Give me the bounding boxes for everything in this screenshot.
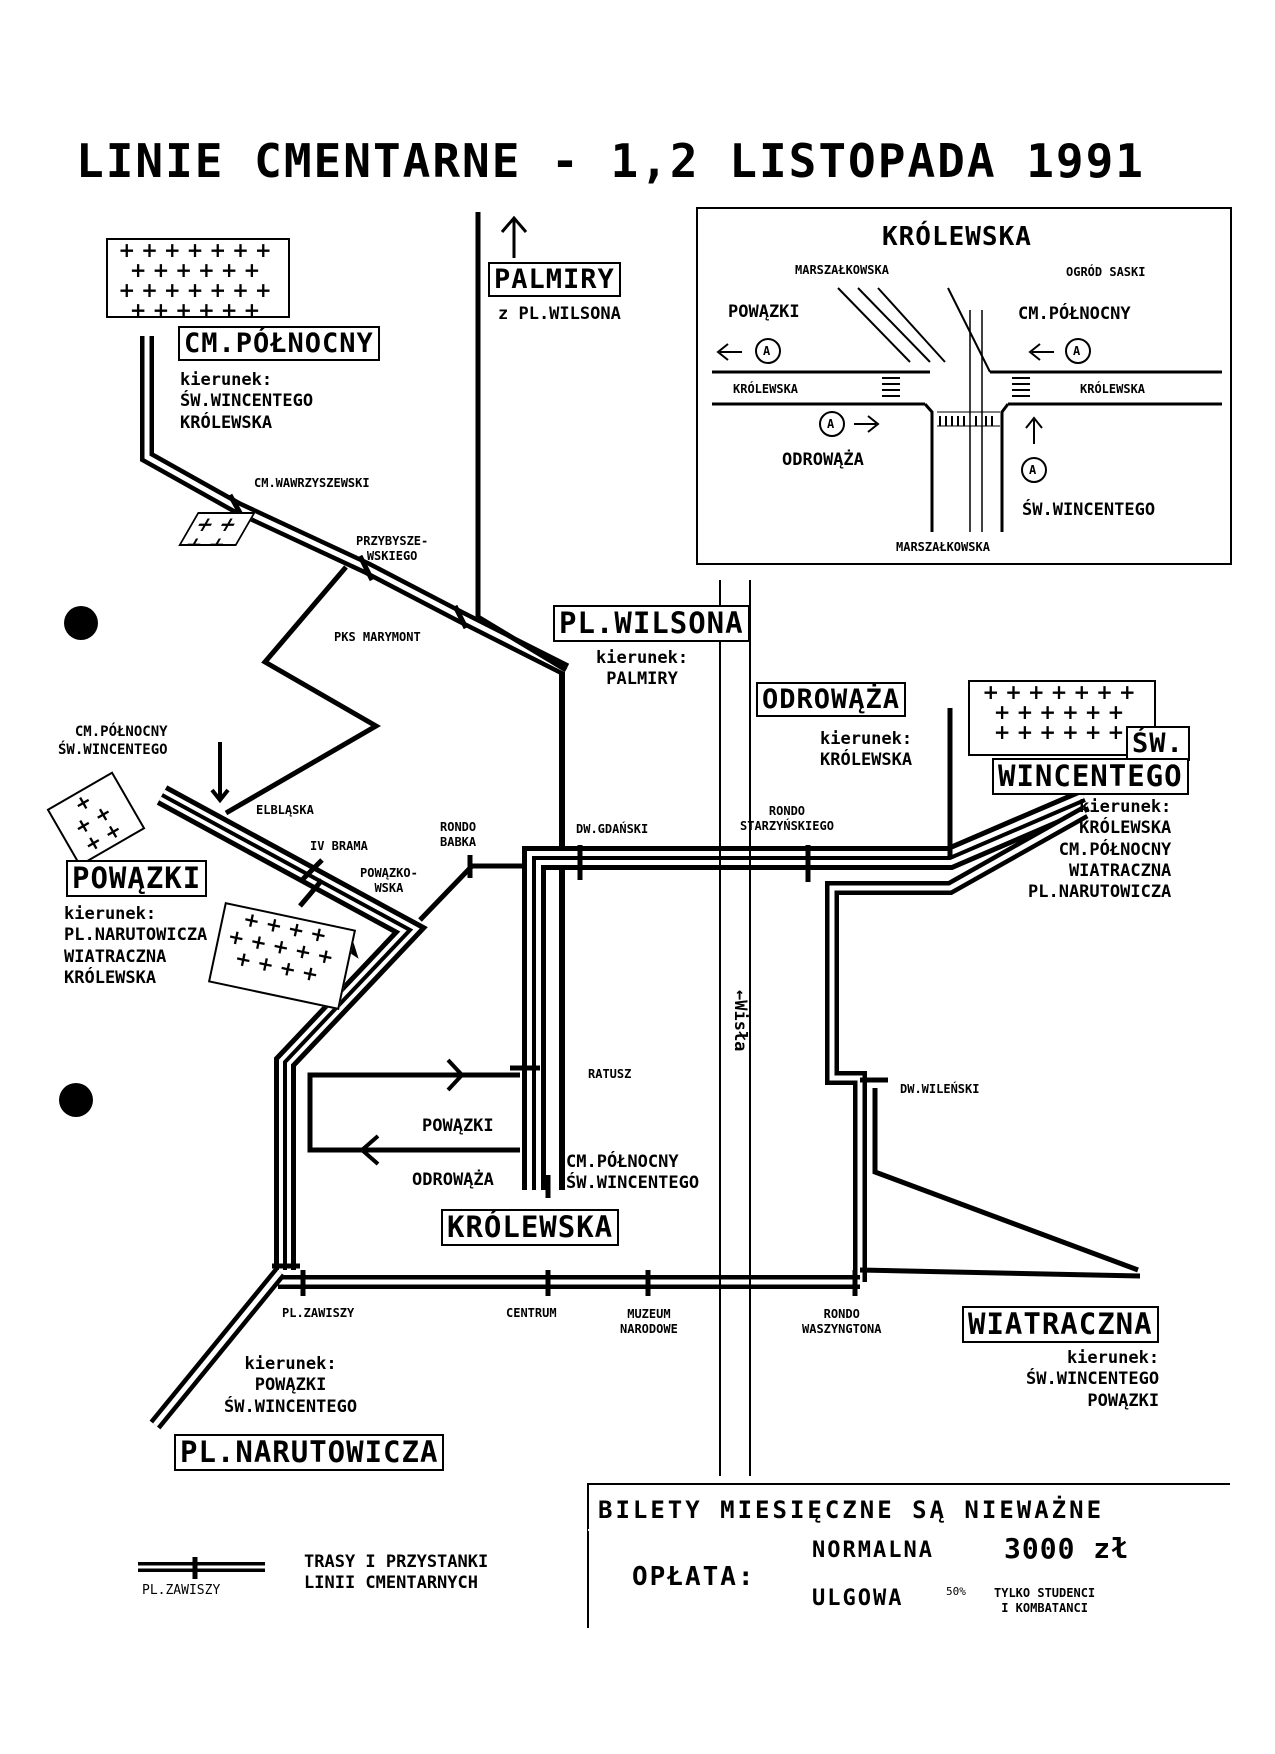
stop-centrum: CENTRUM	[506, 1306, 557, 1320]
terminal-sw-label: ŚW.	[1126, 726, 1190, 761]
terminal-odrowaza-direction: kierunek: KRÓLEWSKA	[820, 729, 913, 771]
terminal-krolewska: KRÓLEWSKA	[441, 1209, 620, 1246]
map-title: LINIE CMENTARNE - 1,2 LISTOPADA 1991	[76, 134, 1145, 188]
terminal-powazki: POWĄZKI	[66, 860, 208, 897]
stop-dw-wilenski: DW.WILEŃSKI	[900, 1082, 980, 1096]
fare-normal-label: NORMALNA	[812, 1538, 934, 1563]
legend-stop-label: PL.ZAWISZY	[142, 1583, 221, 1598]
stop-dw-gdanski: DW.GDAŃSKI	[576, 822, 649, 836]
stop-muzeum-narodowe: MUZEUM NARODOWE	[620, 1307, 678, 1336]
stop-powazkowska: POWĄZKO- WSKA	[360, 866, 418, 895]
stop-przybyszewskiego: PRZYBYSZE- WSKIEGO	[356, 534, 429, 563]
terminal-cm-polnocny: CM.PÓŁNOCNY	[178, 326, 380, 361]
stop-powazki-small: POWĄZKI	[422, 1116, 494, 1136]
terminal-cm-polnocny-direction: kierunek: ŚW.WINCENTEGO KRÓLEWSKA	[180, 370, 314, 433]
stop-rondo-starzynskiego: RONDO STARZYŃSKIEGO	[740, 804, 834, 833]
inset-marszalkowska-top: MARSZAŁKOWSKA	[795, 263, 889, 277]
inset-marszalkowska-bottom: MARSZAŁKOWSKA	[896, 540, 990, 554]
inset-krolewska-right: KRÓLEWSKA	[1080, 382, 1146, 396]
cemetery-icon-north: ++++++++++++++++++++++++++	[106, 238, 290, 318]
inset-stop-symbol-3: A	[827, 417, 835, 431]
legend-text: TRASY I PRZYSTANKI LINII CMENTARNYCH	[304, 1552, 489, 1594]
fare-label: OPŁATA:	[632, 1562, 756, 1592]
cemetery-icon-brodno: +++++++++++++++++++	[968, 680, 1156, 756]
fare-normal-price: 3000 zł	[1004, 1532, 1130, 1565]
fare-reduced-note: TYLKO STUDENCI I KOMBATANCI	[994, 1586, 1096, 1615]
inset-stop-symbol-1: A	[763, 344, 771, 358]
inset-ogrod-saski: OGRÓD SASKI	[1066, 265, 1146, 279]
inset-powazki: POWĄZKI	[728, 302, 800, 322]
stop-cm-pol-sw-win-2: CM.PÓŁNOCNY ŚW.WINCENTEGO	[566, 1152, 700, 1194]
stop-cm-pol-sw-win: CM.PÓŁNOCNY ŚW.WINCENTEGO	[58, 724, 168, 758]
stop-pl-zawiszy: PL.ZAWISZY	[282, 1306, 355, 1320]
stop-iv-brama: IV BRAMA	[310, 839, 368, 853]
terminal-palmiry-sub: z PL.WILSONA	[498, 304, 621, 324]
inset-stop-symbol-2: A	[1073, 344, 1081, 358]
terminal-pl-narutowicza-direction: kierunek: POWĄZKI ŚW.WINCENTEGO	[224, 1354, 358, 1417]
terminal-pl-wilsona: PL.WILSONA	[553, 605, 750, 642]
fare-reduced-label: ULGOWA	[812, 1586, 904, 1611]
stop-ratusz: RATUSZ	[588, 1067, 632, 1081]
inset-odrowaza: ODROWĄŻA	[782, 450, 864, 470]
terminal-odrowaza: ODROWĄŻA	[756, 682, 907, 717]
terminal-wiatraczna: WIATRACZNA	[962, 1306, 1159, 1343]
stop-rondo-waszyngtona: RONDO WASZYNGTONA	[802, 1307, 882, 1336]
terminal-sw-wincentego-direction: kierunek: KRÓLEWSKA CM.PÓŁNOCNY WIATRACZ…	[1028, 797, 1172, 902]
stop-odrowaza-small: ODROWĄŻA	[412, 1170, 494, 1190]
stop-rondo-babka: RONDO BABKA	[440, 820, 477, 849]
punch-hole-bottom	[59, 1083, 93, 1117]
terminal-palmiry: PALMIRY	[488, 262, 621, 297]
inset-title: KRÓLEWSKA	[882, 222, 1032, 252]
river-label: ←Wisła	[730, 990, 750, 1052]
inset-sw-wincentego: ŚW.WINCENTEGO	[1022, 500, 1156, 520]
terminal-sw-wincentego: WINCENTEGO	[992, 758, 1189, 795]
inset-cm-polnocny: CM.PÓŁNOCNY	[1018, 304, 1131, 324]
stop-pks-marymont: PKS MARYMONT	[334, 630, 421, 644]
terminal-wiatraczna-direction: kierunek: ŚW.WINCENTEGO POWĄZKI	[1026, 1348, 1160, 1411]
terminal-powazki-direction: kierunek: PL.NARUTOWICZA WIATRACZNA KRÓL…	[64, 904, 208, 988]
stop-elblaska: ELBLĄSKA	[256, 803, 314, 817]
fare-heading: BILETY MIESIĘCZNE SĄ NIEWAŻNE	[598, 1496, 1105, 1524]
inset-stop-symbol-4: A	[1029, 463, 1037, 477]
terminal-pl-narutowicza: PL.NARUTOWICZA	[174, 1434, 445, 1471]
stop-cm-wawrzyszewski: CM.WAWRZYSZEWSKI	[254, 476, 370, 490]
inset-krolewska-left: KRÓLEWSKA	[733, 382, 799, 396]
fare-reduced-pct: 50%	[946, 1585, 966, 1598]
punch-hole-top	[64, 606, 98, 640]
terminal-pl-wilsona-direction: kierunek: PALMIRY	[596, 648, 689, 690]
